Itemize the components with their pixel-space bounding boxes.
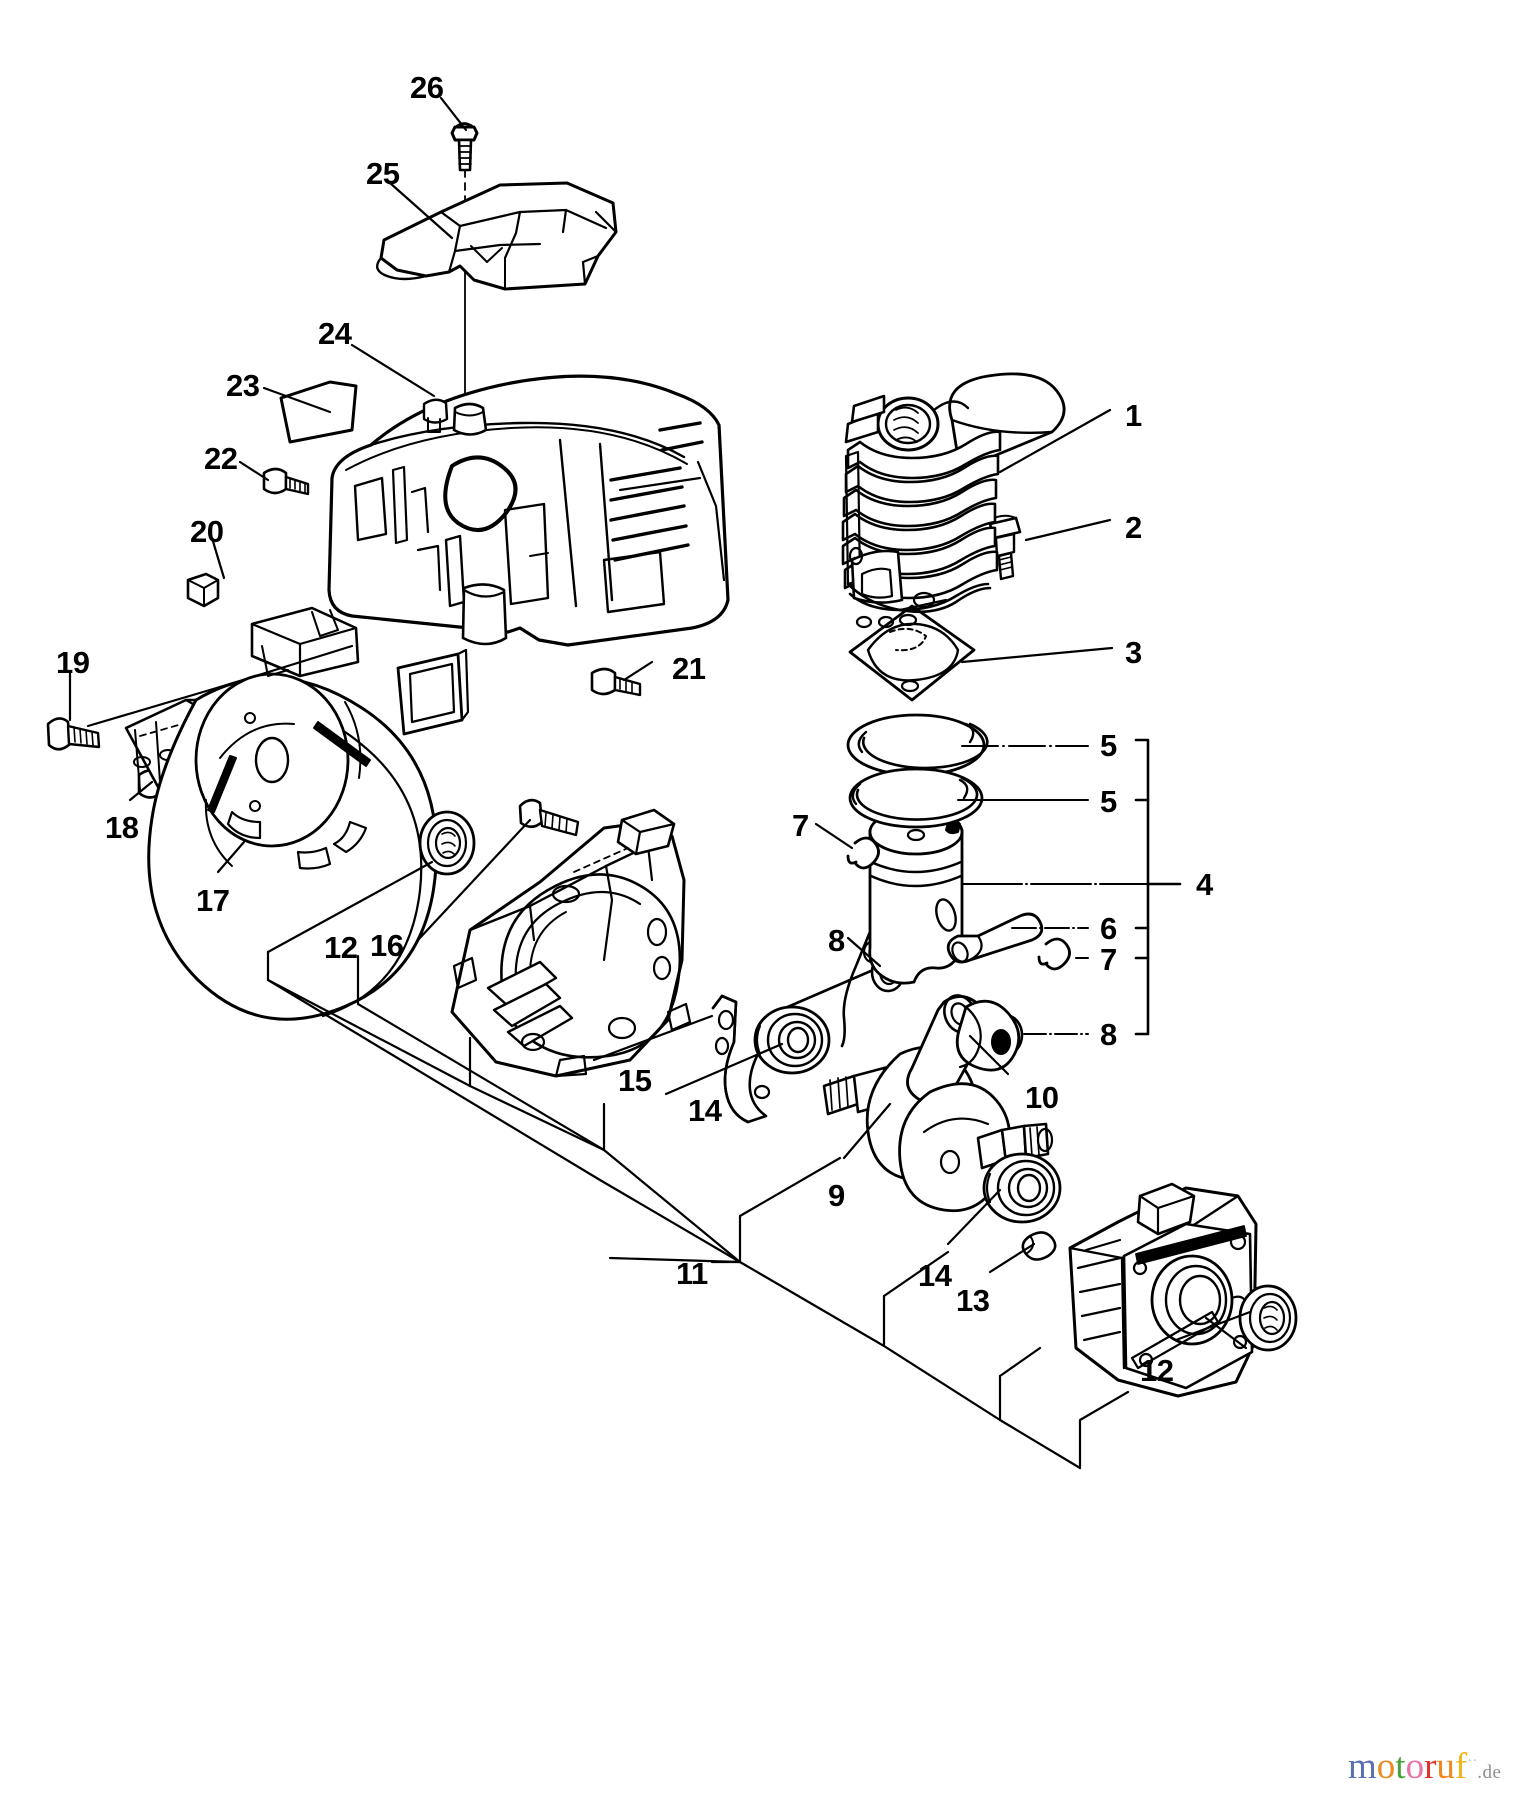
callout-16: 16	[370, 928, 404, 963]
callout-7-right: 7	[1100, 942, 1117, 977]
part-7b-circlip	[1037, 937, 1071, 971]
logo-tld: .de	[1477, 1762, 1502, 1783]
callout-18: 18	[105, 810, 139, 845]
logo-letter-f: f	[1454, 1746, 1468, 1787]
callout-3: 3	[1125, 635, 1142, 670]
callout-5-lower: 5	[1100, 784, 1117, 819]
callout-24: 24	[318, 316, 352, 351]
part-22-screw	[262, 467, 310, 496]
part-1-cylinder	[841, 372, 1066, 629]
callout-7-left: 7	[792, 808, 809, 843]
callout-1: 1	[1125, 398, 1142, 433]
callout-23: 23	[226, 368, 260, 403]
callout-6: 6	[1100, 911, 1117, 946]
part-12b-oil-seal	[1238, 1284, 1298, 1352]
callout-11: 11	[676, 1256, 708, 1291]
part-20-nut	[186, 572, 220, 608]
callout-25: 25	[366, 156, 400, 191]
callout-14-left: 14	[688, 1093, 722, 1128]
callout-20: 20	[190, 514, 224, 549]
part-5a-piston-ring	[846, 713, 989, 777]
part-17-fan-housing	[124, 606, 470, 1021]
callout-2: 2	[1125, 510, 1142, 545]
part-14b-bearing	[982, 1152, 1062, 1224]
part-10-needle-bearing	[955, 999, 1021, 1072]
callout-5-upper: 5	[1100, 728, 1117, 763]
part-13-dowel-pin	[1021, 1231, 1057, 1261]
part-12a-oil-seal	[418, 810, 476, 876]
callout-9: 9	[828, 1178, 845, 1213]
callout-26: 26	[410, 70, 444, 105]
callout-17: 17	[196, 883, 230, 918]
logo-letter-r: r	[1424, 1746, 1437, 1787]
part-25-bracket	[375, 181, 618, 291]
logo-letter-o2: o	[1405, 1746, 1425, 1787]
callout-15: 15	[618, 1063, 652, 1098]
part-26-screw	[450, 122, 479, 172]
motoruf-logo: motoruf··.de	[1348, 1748, 1501, 1785]
callout-10: 10	[1025, 1080, 1059, 1115]
callout-8-left: 8	[828, 923, 845, 958]
part-4-piston	[868, 808, 964, 985]
callout-12-left: 12	[324, 930, 358, 965]
piston-kit-bracket	[1134, 738, 1182, 1036]
part-3-cylinder-gasket	[848, 604, 976, 702]
callout-21: 21	[672, 651, 706, 686]
callout-14-right: 14	[918, 1258, 952, 1293]
part-7a-circlip	[846, 836, 880, 870]
logo-letter-t: t	[1395, 1746, 1406, 1787]
part-19-screw	[46, 717, 101, 751]
part-23-decal	[279, 380, 358, 444]
logo-letter-m: m	[1348, 1746, 1377, 1787]
callout-22: 22	[204, 441, 238, 476]
callout-8-right: 8	[1100, 1017, 1117, 1052]
part-24-engine-cover	[327, 374, 730, 647]
callout-4: 4	[1196, 867, 1213, 902]
part-11b-crankcase-right	[1068, 1182, 1258, 1398]
part-21-screw	[590, 667, 642, 697]
part-5b-piston-ring	[848, 767, 984, 829]
callout-12-right: 12	[1140, 1353, 1174, 1388]
part-6-piston-pin	[946, 912, 1044, 964]
logo-letter-u: u	[1436, 1746, 1455, 1787]
logo-letter-o1: o	[1376, 1746, 1396, 1787]
part-11-crankcase-left	[450, 808, 692, 1078]
logo-accent-dots: ··	[1467, 1752, 1478, 1769]
callout-13: 13	[956, 1283, 990, 1318]
part-9-crankshaft	[822, 994, 1054, 1213]
callout-19: 19	[56, 645, 90, 680]
part-14a-bearing	[753, 1005, 831, 1075]
part-2-decomp-valve	[988, 514, 1022, 581]
